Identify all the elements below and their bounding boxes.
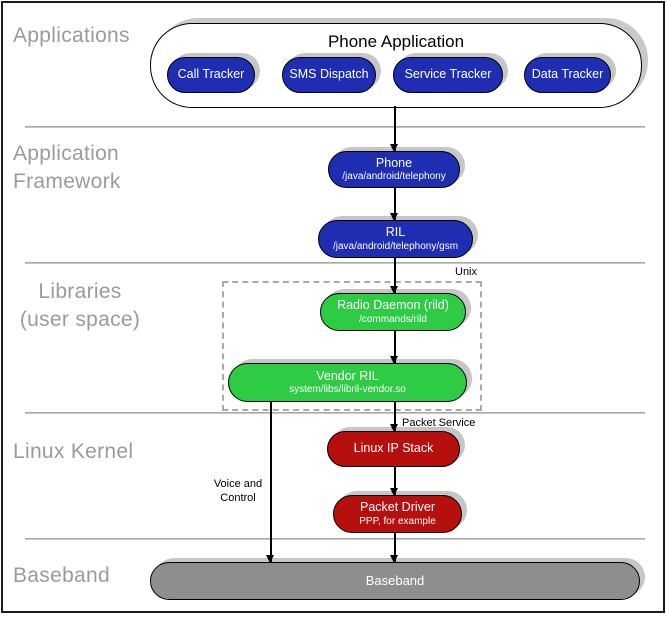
- node-sublabel: /commands/rild: [359, 313, 427, 325]
- section-label-line: Framework: [13, 170, 121, 193]
- arrow-apps-to-phone: [391, 106, 398, 152]
- node-label: Radio Daemon (rild): [337, 298, 449, 313]
- node-sublabel: PPP, for example: [359, 515, 436, 527]
- section-label-libraries: Libraries (user space): [5, 278, 155, 334]
- node-label: Baseband: [365, 572, 425, 588]
- unix-dashed-box: [222, 281, 482, 411]
- node-phone: Phone /java/android/telephony: [328, 151, 460, 188]
- section-label-application-framework: Application Framework: [13, 140, 121, 196]
- node-data-tracker: Data Tracker: [524, 57, 611, 93]
- node-vendor-ril: Vendor RIL system/libs/libril-vendor.so: [228, 363, 467, 402]
- node-label: Packet Driver: [359, 500, 436, 515]
- section-divider: [25, 412, 645, 414]
- node-call-tracker: Call Tracker: [167, 57, 255, 93]
- section-label-applications: Applications: [13, 24, 130, 47]
- node-label: SMS Dispatch: [289, 67, 369, 82]
- arrow-vendor-ril-to-baseband-voice: [267, 402, 274, 563]
- node-sublabel: /java/android/telephony: [342, 171, 446, 183]
- unix-label: Unix: [455, 266, 478, 278]
- arrow-packet-driver-to-baseband: [391, 533, 398, 563]
- section-label-line: (user space): [19, 308, 141, 331]
- section-label-linux-kernel: Linux Kernel: [13, 440, 134, 463]
- voice-and-control-label: Voice and Control: [200, 477, 276, 505]
- voice-label-line: Control: [220, 492, 256, 504]
- node-packet-driver: Packet Driver PPP, for example: [333, 495, 462, 533]
- node-label: RIL: [385, 225, 406, 240]
- node-label: Linux IP Stack: [353, 441, 434, 456]
- arrow-ip-stack-to-packet-driver: [391, 467, 398, 496]
- section-divider: [25, 262, 645, 264]
- arrow-vendor-ril-to-ip-stack: [391, 402, 398, 432]
- node-radio-daemon: Radio Daemon (rild) /commands/rild: [320, 293, 466, 331]
- node-baseband: Baseband: [150, 562, 640, 600]
- node-service-tracker: Service Tracker: [393, 57, 503, 93]
- section-label-line: Application: [13, 142, 120, 165]
- node-label: Data Tracker: [531, 67, 604, 82]
- node-label: Service Tracker: [404, 67, 492, 82]
- phone-application-title: Phone Application: [327, 32, 465, 51]
- node-label: Phone: [375, 155, 413, 170]
- node-sms-dispatch: SMS Dispatch: [282, 57, 376, 93]
- node-label: Call Tracker: [177, 67, 245, 82]
- arrow-radio-daemon-to-vendor-ril: [391, 331, 398, 364]
- node-linux-ip-stack: Linux IP Stack: [327, 431, 460, 467]
- section-label-baseband: Baseband: [13, 564, 110, 587]
- node-label: Vendor RIL: [316, 368, 379, 383]
- arrow-phone-to-ril: [391, 188, 398, 221]
- voice-label-line: Voice and: [213, 478, 263, 490]
- section-label-line: Libraries: [38, 280, 122, 303]
- section-divider: [25, 538, 645, 540]
- node-sublabel: system/libs/libril-vendor.so: [289, 384, 406, 396]
- packet-service-label: Packet Service: [402, 417, 476, 429]
- node-sublabel: /java/android/telephony/gsm: [332, 240, 459, 252]
- arrow-ril-to-radio-daemon: [391, 258, 398, 294]
- section-divider: [25, 126, 645, 128]
- node-ril: RIL /java/android/telephony/gsm: [318, 220, 473, 258]
